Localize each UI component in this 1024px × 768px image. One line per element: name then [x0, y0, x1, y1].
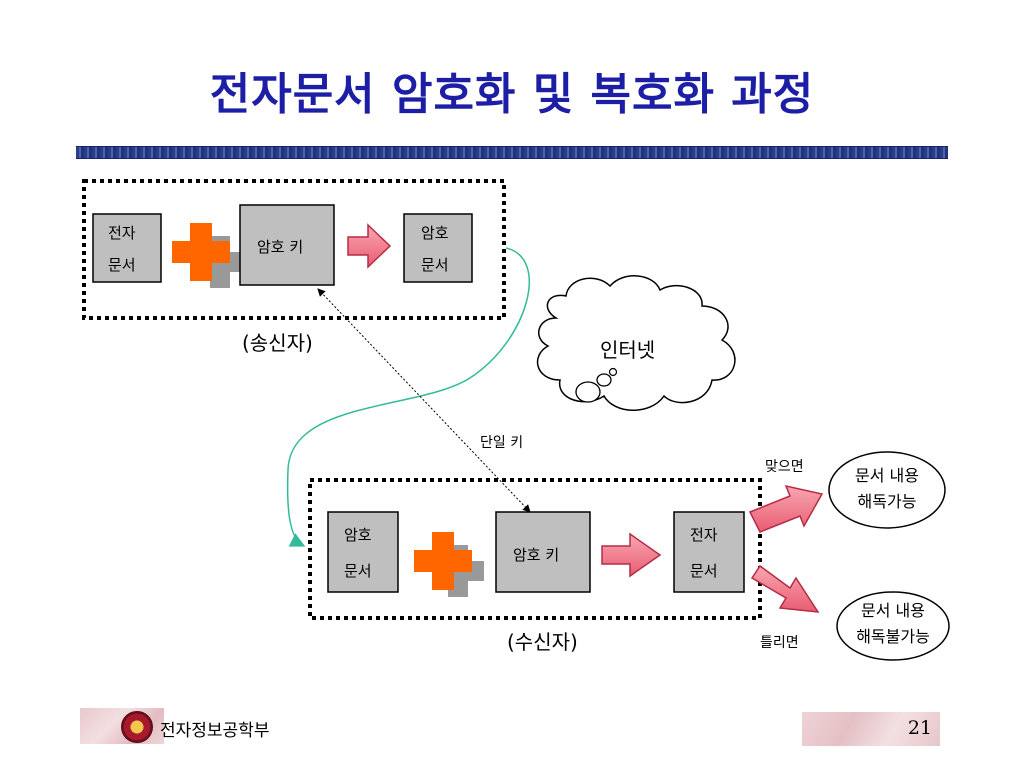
match-result-ellipse [828, 451, 946, 529]
receiver-arrow-icon [601, 532, 662, 578]
match-label: 맞으면 [765, 459, 804, 475]
sender-frame [82, 179, 506, 320]
receiver-frame [308, 478, 762, 620]
sender-encrypted-line2: 문서 [421, 256, 449, 274]
receiver-key-label: 암호 키 [513, 546, 560, 564]
mismatch-result-line2: 해독불가능 [856, 627, 930, 646]
mismatch-result-text: 문서 내용 해독불가능 [834, 598, 952, 650]
shared-key-label: 단일 키 [480, 435, 524, 451]
footer-department: 전자정보공학부 [160, 721, 270, 741]
receiver-document-line2: 문서 [690, 562, 718, 580]
mismatch-result-line1: 문서 내용 [861, 601, 925, 620]
match-result-line1: 문서 내용 [855, 466, 919, 485]
transmission-connector [286, 247, 530, 547]
sender-plus-icon [172, 223, 246, 288]
match-result-line2: 해독가능 [857, 492, 917, 511]
sender-encrypted-box [403, 213, 473, 283]
sender-key-box [239, 204, 335, 286]
slide-title: 전자문서 암호화 및 복호화 과정 [209, 69, 815, 120]
receiver-caption: (수신자) [507, 630, 578, 654]
internet-cloud-icon [536, 275, 736, 411]
university-seal-icon [121, 711, 153, 743]
receiver-key-box [495, 511, 591, 593]
sender-key-label: 암호 키 [257, 238, 304, 256]
receiver-encrypted-line2: 문서 [344, 562, 372, 580]
title-divider [76, 146, 948, 159]
sender-document-line1: 전자 [108, 224, 136, 242]
receiver-plus-icon [414, 532, 484, 597]
sender-encrypted-line1: 암호 [421, 224, 449, 242]
sender-document-box [92, 213, 162, 283]
page-number-box: 21 [802, 712, 940, 746]
mismatch-result-ellipse [836, 591, 950, 661]
page-number: 21 [907, 717, 932, 739]
internet-label: 인터넷 [600, 338, 656, 362]
match-result-text: 문서 내용 해독가능 [829, 463, 945, 515]
sender-caption: (송신자) [242, 331, 313, 355]
shared-key-line [317, 288, 531, 513]
sender-document-line2: 문서 [108, 256, 136, 274]
receiver-document-box [673, 511, 745, 593]
receiver-document-line1: 전자 [690, 526, 718, 544]
mismatch-arrow-icon [750, 564, 820, 613]
sender-arrow-icon [347, 223, 392, 269]
match-arrow-icon [748, 484, 824, 533]
receiver-encrypted-box [327, 511, 399, 593]
receiver-encrypted-line1: 암호 [344, 526, 372, 544]
mismatch-label: 틀리면 [760, 635, 799, 651]
